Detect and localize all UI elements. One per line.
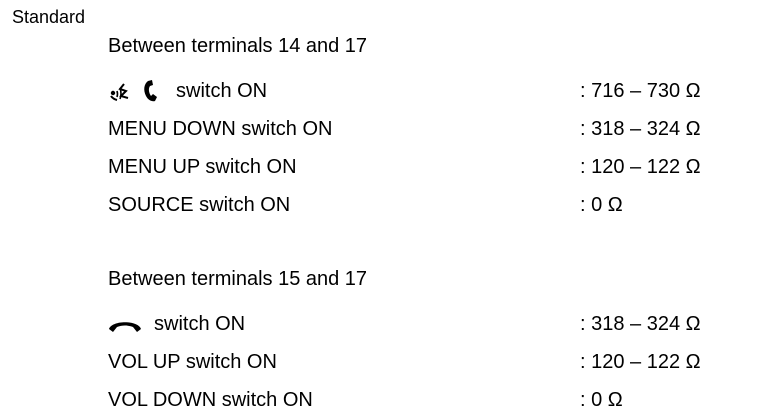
spec-label: SOURCE switch ON	[108, 194, 291, 216]
heading-standard: Standard	[12, 7, 86, 27]
spec-label: switch ON	[154, 313, 246, 335]
spec-label: switch ON	[176, 80, 268, 102]
spec-label: MENU DOWN switch ON	[108, 118, 333, 140]
phone-hangup-icon	[108, 314, 142, 334]
spec-value: : 716 – 730 Ω	[580, 80, 701, 102]
spec-value: : 0 Ω	[580, 389, 623, 411]
spec-row-vol-up: VOL UP switch ON : 120 – 122 Ω	[108, 349, 748, 375]
phone-pickup-icon	[142, 79, 164, 103]
spec-value: : 0 Ω	[580, 194, 623, 216]
section-title-terminals-14-17: Between terminals 14 and 17	[108, 35, 368, 57]
spec-value: : 120 – 122 Ω	[580, 156, 701, 178]
spec-label: MENU UP switch ON	[108, 156, 297, 178]
spec-label: VOL DOWN switch ON	[108, 389, 313, 411]
spec-value: : 318 – 324 Ω	[580, 118, 701, 140]
spec-row-menu-down: MENU DOWN switch ON : 318 – 324 Ω	[108, 116, 748, 142]
spec-value: : 318 – 324 Ω	[580, 313, 701, 335]
spec-row-hangup: switch ON : 318 – 324 Ω	[108, 311, 748, 337]
section-title-terminals-15-17: Between terminals 15 and 17	[108, 268, 368, 290]
spec-value: : 120 – 122 Ω	[580, 351, 701, 373]
spec-row-voice-phone: switch ON : 716 – 730 Ω	[108, 78, 748, 104]
spec-row-menu-up: MENU UP switch ON : 120 – 122 Ω	[108, 154, 748, 180]
spec-label: VOL UP switch ON	[108, 351, 277, 373]
voice-command-icon	[108, 79, 132, 103]
spec-row-source: SOURCE switch ON : 0 Ω	[108, 192, 748, 218]
spec-row-vol-down: VOL DOWN switch ON : 0 Ω	[108, 387, 748, 413]
